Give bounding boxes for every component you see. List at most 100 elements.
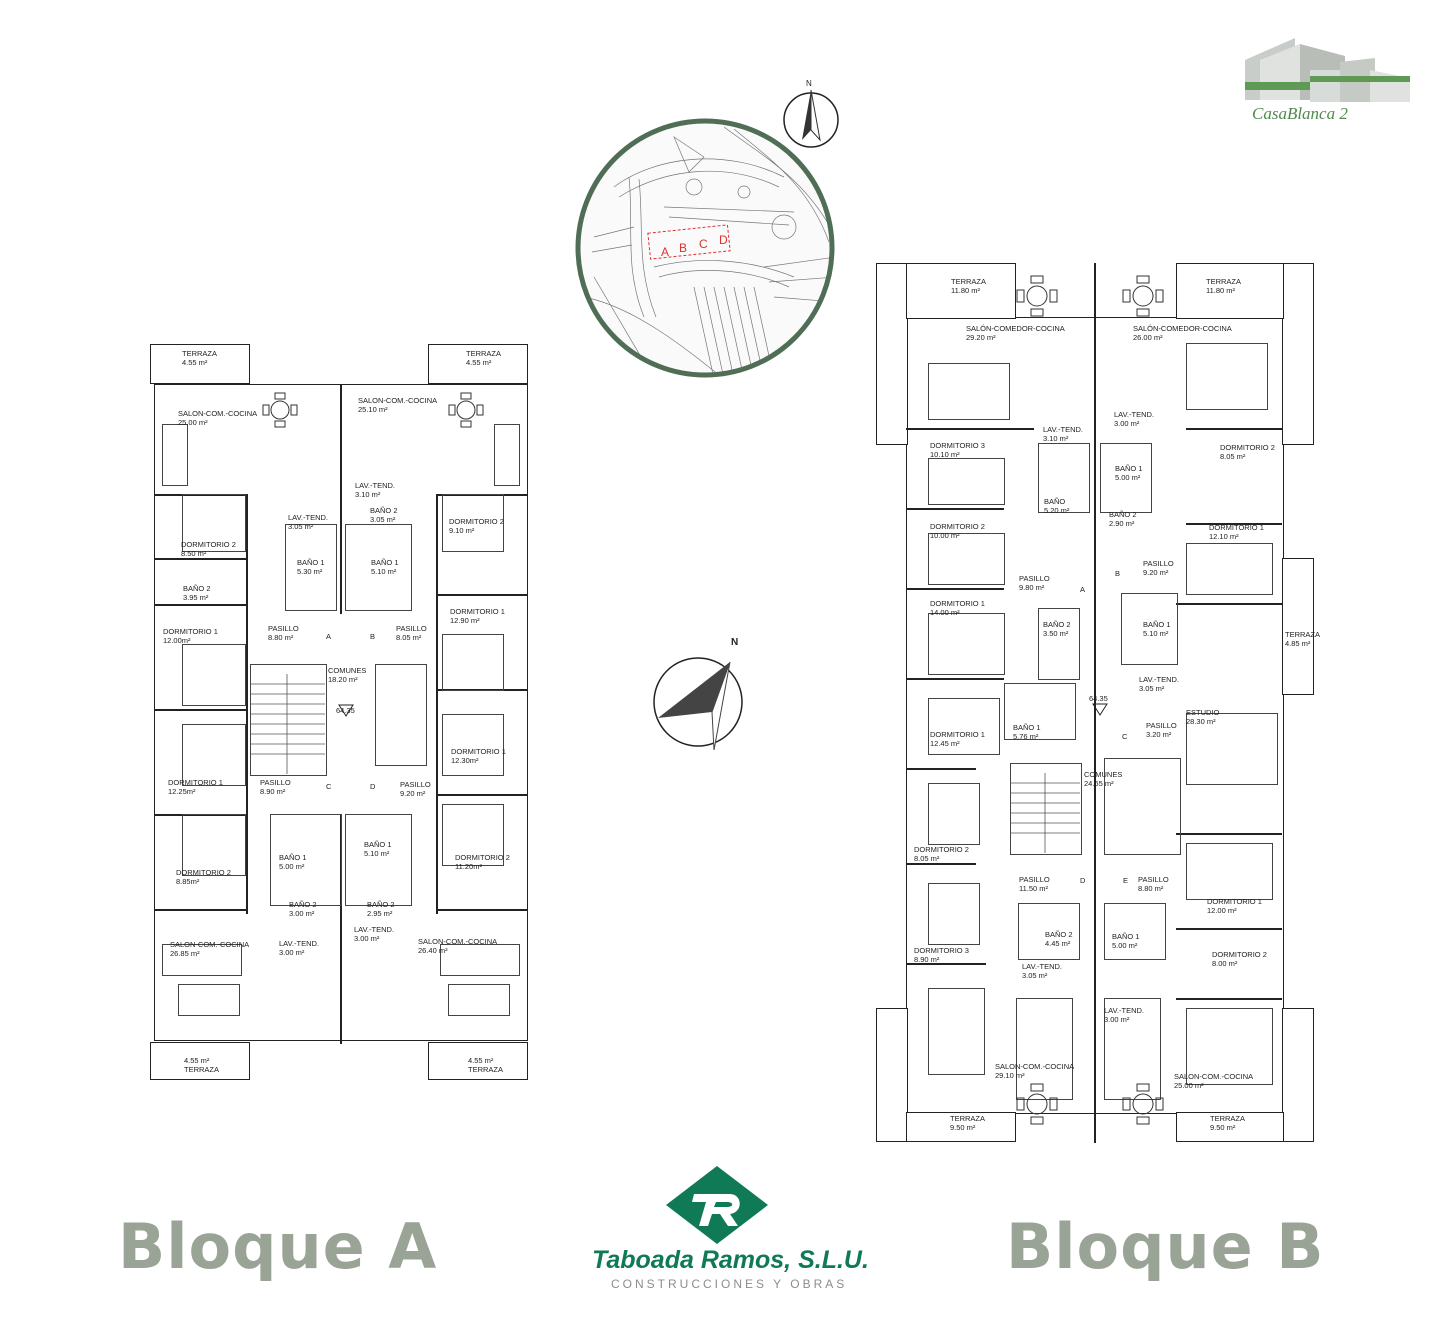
door-letter: D bbox=[370, 782, 376, 791]
room-label: LAV.-TEND.3.00 m² bbox=[1104, 1006, 1145, 1024]
door-letter: C bbox=[1122, 732, 1128, 741]
site-location-map bbox=[575, 118, 835, 378]
room-label: LAV.-TEND.3.00 m² bbox=[279, 939, 320, 957]
taboada-ramos-logo-icon bbox=[666, 1166, 768, 1244]
site-block-c: C bbox=[699, 237, 708, 251]
bloque-b-plan bbox=[876, 263, 1314, 1143]
room-label: LAV.-TEND.3.10 m² bbox=[355, 481, 396, 499]
compass-north-label: N bbox=[731, 637, 739, 648]
room-label: LAV.-TEND.3.00 m² bbox=[354, 925, 395, 943]
taboada-ramos-subtitle: CONSTRUCCIONES Y OBRAS bbox=[611, 1277, 848, 1291]
room-label: LAV.-TEND.3.10 m² bbox=[1043, 425, 1084, 443]
level-mark: 64.35 bbox=[1089, 694, 1108, 703]
north-label: N bbox=[806, 79, 812, 88]
site-block-d: D bbox=[719, 233, 728, 247]
site-block-b: B bbox=[679, 241, 688, 255]
room-label: LAV.-TEND.3.00 m² bbox=[1114, 410, 1155, 428]
casablanca-logo-text: CasaBlanca 2 bbox=[1252, 104, 1348, 123]
compass-rose-icon bbox=[653, 657, 743, 751]
door-letter: B bbox=[370, 632, 376, 641]
door-letter: C bbox=[326, 782, 332, 791]
room-label: LAV.-TEND.3.05 m² bbox=[1022, 962, 1063, 980]
door-letter: A bbox=[1080, 585, 1086, 594]
casablanca-logo-graphic bbox=[1245, 38, 1410, 102]
bloque-a-plan bbox=[150, 344, 534, 1080]
room-label: LAV.-TEND.3.05 m² bbox=[1139, 675, 1180, 693]
bloque-a-title: Bloque A bbox=[118, 1210, 438, 1283]
north-arrow-icon bbox=[783, 89, 839, 148]
room-label: LAV.-TEND.3.05 m² bbox=[288, 513, 329, 531]
door-letter: D bbox=[1080, 876, 1086, 885]
level-mark: 64.35 bbox=[336, 706, 355, 715]
taboada-ramos-name: Taboada Ramos, S.L.U. bbox=[592, 1246, 869, 1274]
door-letter: E bbox=[1123, 876, 1129, 885]
site-block-a: A bbox=[661, 245, 670, 259]
door-letter: B bbox=[1115, 569, 1121, 578]
door-letter: A bbox=[326, 632, 332, 641]
